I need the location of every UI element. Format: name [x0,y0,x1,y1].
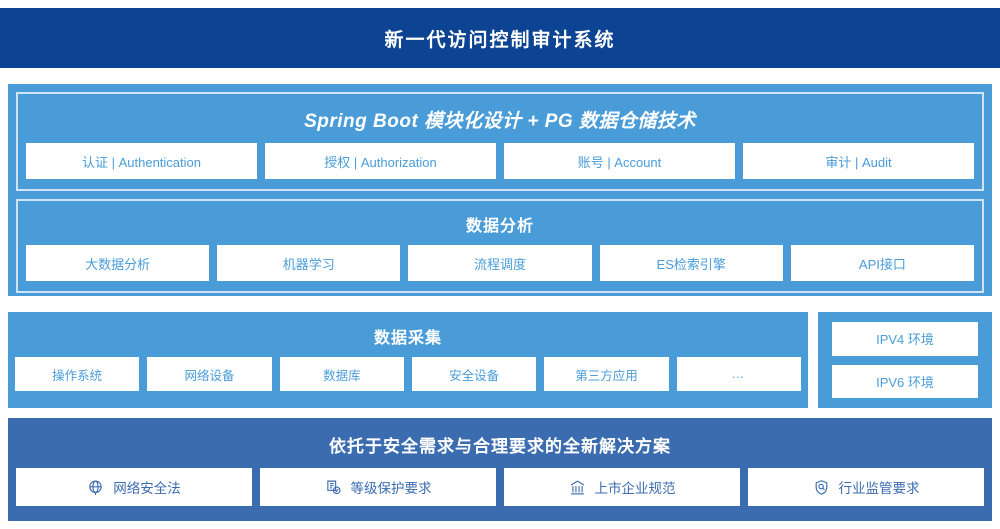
card-label: 上市企业规范 [594,481,676,496]
card-label: 流程调度 [474,256,527,272]
compliance-card-row: 网络安全法 等级保护要求 [16,468,984,506]
card-label: IPV6 环境 [876,374,934,390]
card-big-data-analysis[interactable]: 大数据分析 [26,245,210,281]
card-label: API接口 [858,256,906,272]
card-es-search-engine[interactable]: ES检索引擎 [599,245,783,281]
card-cybersecurity-law[interactable]: 网络安全法 [16,468,252,506]
card-label: 第三方应用 [575,368,638,383]
page-title: 新一代访问控制审计系统 [384,29,616,51]
springboot-card-row: 认证 | Authentication 授权 | Authorization 账… [26,143,974,179]
bank-icon [569,479,586,496]
card-label: 机器学习 [282,256,335,272]
platform-panel: Spring Boot 模块化设计 + PG 数据仓储技术 认证 | Authe… [8,84,992,296]
card-label: … [731,367,747,381]
card-more[interactable]: … [676,357,801,391]
data-collection-card-row: 操作系统 网络设备 数据库 安全设备 第三方应用 … [15,357,801,391]
card-label: 网络安全法 [113,481,181,496]
card-authentication[interactable]: 认证 | Authentication [26,143,257,179]
card-machine-learning[interactable]: 机器学习 [217,245,401,281]
card-label: IPV4 环境 [876,332,934,348]
card-operating-system[interactable]: 操作系统 [15,357,140,391]
data-collection-panel: 数据采集 操作系统 网络设备 数据库 安全设备 第三方应用 … [8,312,808,408]
card-network-device[interactable]: 网络设备 [147,357,272,391]
card-authorization[interactable]: 授权 | Authorization [265,143,496,179]
card-label: 操作系统 [52,368,103,383]
card-audit[interactable]: 审计 | Audit [743,143,974,179]
card-label: ES检索引擎 [656,256,726,272]
shield-search-icon [813,479,830,496]
data-analysis-section-title: 数据分析 [465,218,534,235]
card-label: 账号 | Account [577,154,662,170]
header-bar: 新一代访问控制审计系统 [0,8,1000,68]
card-label: 认证 | Authentication [82,154,201,170]
document-check-icon [325,479,342,496]
card-listed-company-standards[interactable]: 上市企业规范 [504,468,740,506]
data-collection-section: 数据采集 操作系统 网络设备 数据库 安全设备 第三方应用 … [15,319,801,391]
compliance-panel: 依托于安全需求与合理要求的全新解决方案 网络安全法 [8,418,992,521]
card-ipv6-environment[interactable]: IPV6 环境 [832,364,978,398]
card-database[interactable]: 数据库 [279,357,404,391]
card-label: 授权 | Authorization [324,154,437,170]
card-account[interactable]: 账号 | Account [504,143,735,179]
card-ipv4-environment[interactable]: IPV4 环境 [832,322,978,356]
card-label: 大数据分析 [85,256,151,272]
card-third-party-app[interactable]: 第三方应用 [544,357,669,391]
card-label: 数据库 [323,368,361,383]
data-collection-section-title: 数据采集 [373,330,442,347]
card-api-interface[interactable]: API接口 [790,245,975,281]
compliance-section-title: 依托于安全需求与合理要求的全新解决方案 [329,437,671,456]
card-label: 等级保护要求 [350,481,432,496]
card-label: 网络设备 [184,368,235,383]
card-security-device[interactable]: 安全设备 [411,357,537,391]
data-analysis-section: 数据分析 大数据分析 机器学习 流程调度 ES检索引擎 API接口 [16,199,984,293]
springboot-section: Spring Boot 模块化设计 + PG 数据仓储技术 认证 | Authe… [16,92,984,191]
environment-panel: IPV4 环境 IPV6 环境 [818,312,992,408]
data-analysis-card-row: 大数据分析 机器学习 流程调度 ES检索引擎 API接口 [26,245,975,281]
card-classified-protection[interactable]: 等级保护要求 [260,468,496,506]
card-label: 行业监管要求 [838,481,920,496]
card-label: 审计 | Audit [825,154,892,170]
springboot-section-title: Spring Boot 模块化设计 + PG 数据仓储技术 [304,111,696,132]
card-label: 安全设备 [449,368,500,383]
card-process-scheduling[interactable]: 流程调度 [408,245,592,281]
globe-icon [87,479,104,496]
card-industry-regulation[interactable]: 行业监管要求 [748,468,984,506]
